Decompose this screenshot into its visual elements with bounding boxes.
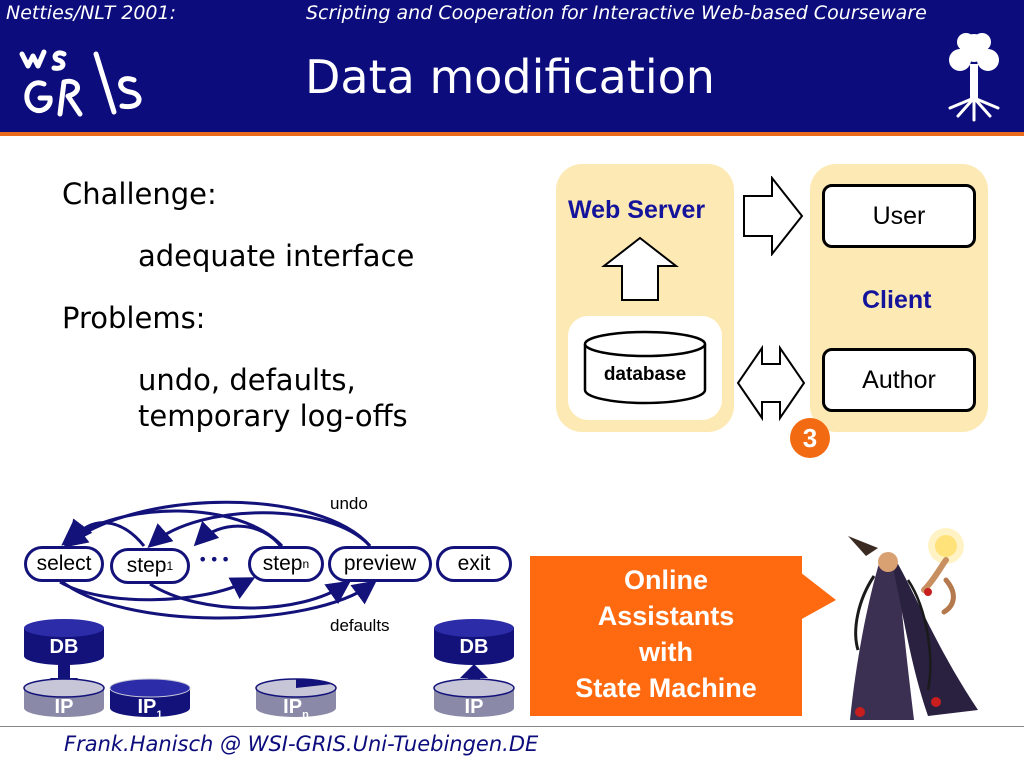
problems-line-1: undo, defaults, bbox=[138, 363, 356, 397]
db-ip-cylinders bbox=[23, 619, 515, 717]
footer-divider bbox=[0, 726, 1024, 727]
bidirectional-arrow-icon bbox=[736, 344, 806, 422]
callout-pointer bbox=[800, 572, 836, 620]
web-server-label: Web Server bbox=[568, 196, 706, 224]
callout-line-1: Online bbox=[623, 565, 708, 595]
problems-label: Problems: bbox=[62, 301, 206, 335]
undo-label: undo bbox=[330, 494, 368, 513]
client-label: Client bbox=[862, 286, 932, 314]
challenge-value: adequate interface bbox=[138, 239, 415, 273]
ip-1-cylinder bbox=[109, 678, 191, 717]
ip-1-text: IP bbox=[137, 696, 157, 718]
ip-1-sub: 1 bbox=[156, 709, 163, 721]
ip-right-label: IP bbox=[464, 696, 484, 718]
ip-right-cylinder bbox=[433, 678, 515, 717]
header-divider bbox=[0, 132, 1024, 136]
db-left-label: DB bbox=[49, 636, 79, 658]
db-right-label: DB bbox=[459, 636, 489, 658]
flow-node-step-n-label: step bbox=[262, 552, 303, 575]
header-left-caption: Netties/NLT 2001: bbox=[6, 2, 176, 24]
flow-ellipsis: ••• bbox=[198, 550, 233, 569]
ip-left-cylinder bbox=[23, 678, 105, 717]
challenge-label: Challenge: bbox=[62, 177, 217, 211]
callout-line-3: with bbox=[639, 637, 693, 667]
online-assistants-callout: Online Assistants with State Machine bbox=[530, 556, 802, 716]
header-banner bbox=[0, 0, 1024, 132]
ip-n-label: IPn bbox=[256, 696, 336, 721]
tree-logo bbox=[948, 33, 1000, 122]
callout-line-4: State Machine bbox=[575, 673, 757, 703]
problems-line-2: temporary log-offs bbox=[138, 399, 408, 433]
header-right-caption: Scripting and Cooperation for Interactiv… bbox=[306, 2, 927, 24]
up-arrow-icon bbox=[601, 236, 679, 301]
user-box: User bbox=[822, 184, 976, 248]
flow-node-preview: preview bbox=[328, 546, 432, 582]
flow-node-step-1-sub: 1 bbox=[166, 559, 174, 573]
database-cylinder-icon bbox=[583, 330, 707, 405]
db-right-cylinder bbox=[434, 619, 514, 665]
page-title: Data modification bbox=[305, 50, 715, 104]
ip-left-label: IP bbox=[54, 696, 74, 718]
callout-line-2: Assistants bbox=[597, 601, 735, 631]
ip-n-sub: n bbox=[302, 709, 309, 721]
footer-email: Frank.Hanisch @ WSI-GRIS.Uni-Tuebingen.D… bbox=[64, 732, 539, 756]
ip-n-text: IP bbox=[283, 696, 303, 718]
flow-node-select: select bbox=[24, 546, 104, 582]
flow-arcs bbox=[59, 500, 377, 620]
author-box: Author bbox=[822, 348, 976, 412]
db-left-cylinder bbox=[24, 619, 104, 665]
step-number-badge: 3 bbox=[790, 418, 830, 458]
ip-n-cylinder bbox=[255, 678, 337, 717]
right-arrow-icon bbox=[743, 176, 804, 256]
ip-1-label: IP1 bbox=[110, 696, 190, 721]
wizard-illustration bbox=[848, 528, 978, 720]
wsgris-logo bbox=[19, 49, 142, 117]
database-label: database bbox=[603, 364, 687, 385]
flow-node-exit: exit bbox=[436, 546, 512, 582]
flow-node-step-n-sub: n bbox=[302, 557, 310, 571]
defaults-label: defaults bbox=[330, 616, 390, 635]
flow-node-step-1-label: step bbox=[126, 554, 167, 577]
